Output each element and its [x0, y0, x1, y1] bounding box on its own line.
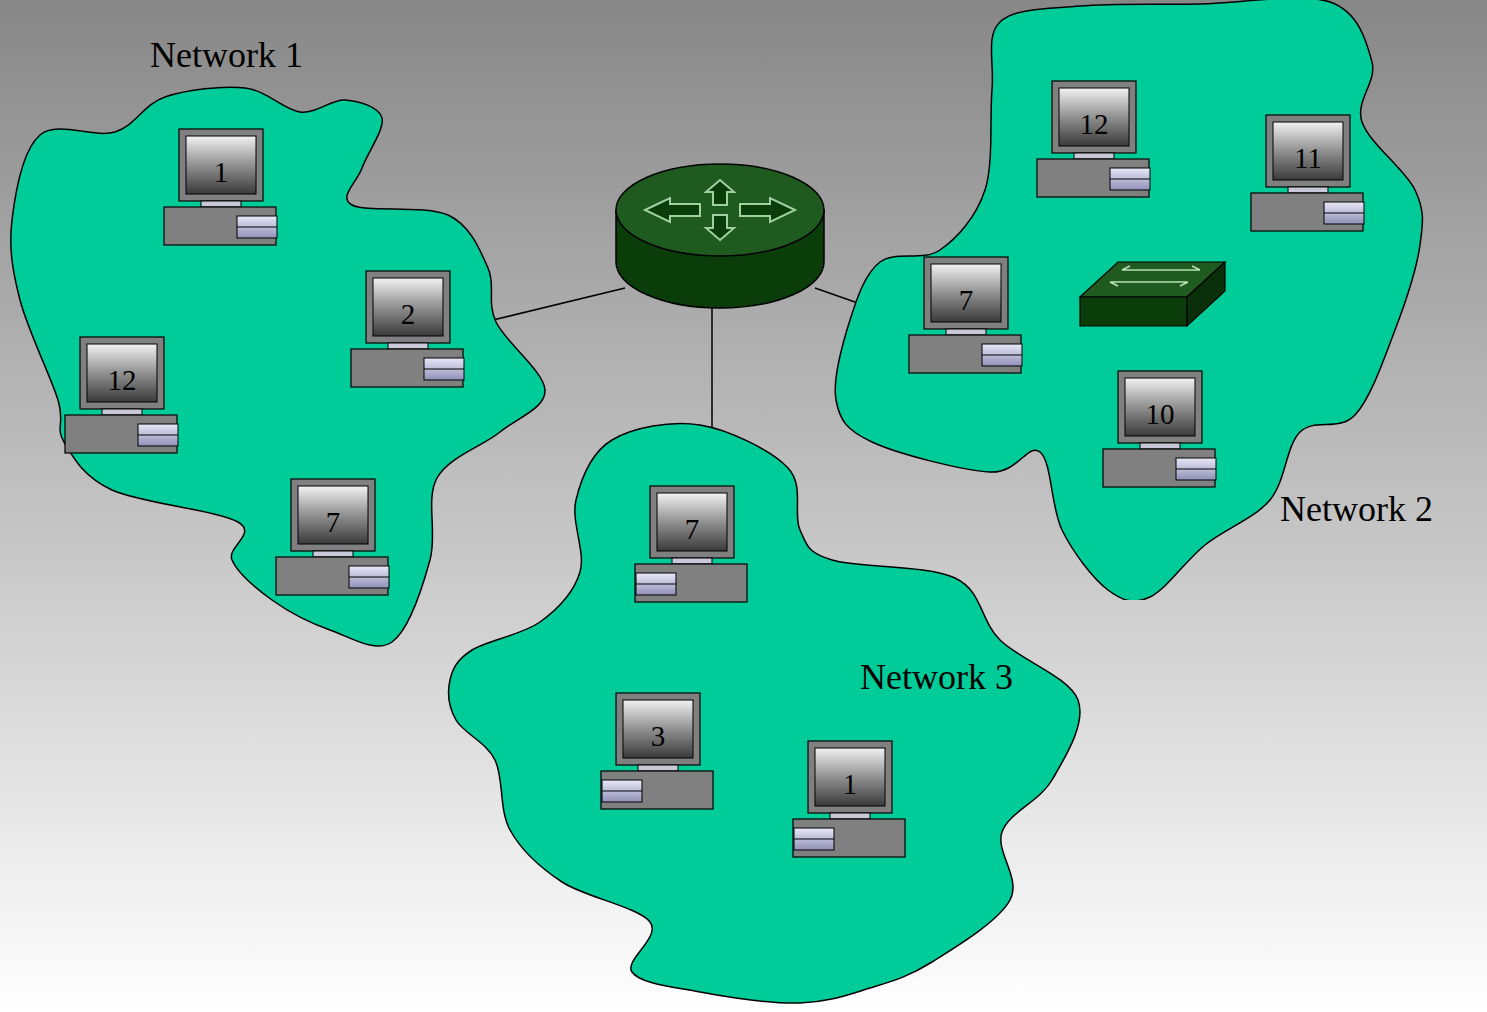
network-label: Network 1 [150, 36, 303, 76]
network-label: Network 2 [1280, 490, 1433, 530]
host-number: 12 [87, 366, 157, 395]
computer-icon [163, 128, 281, 250]
router-icon [616, 164, 824, 308]
computer: 2 [350, 270, 464, 390]
computer: 7 [908, 256, 1022, 376]
network-label: Network 3 [860, 658, 1013, 698]
network-cloud: Network 3 7 3 1 [440, 420, 1090, 1010]
link-line [711, 305, 713, 442]
network-outline [440, 420, 1090, 1010]
computer: 7 [275, 478, 389, 598]
host-number: 11 [1273, 144, 1343, 173]
computer-icon [1102, 370, 1220, 492]
computer: 7 [634, 485, 748, 605]
computer: 12 [1036, 80, 1150, 200]
host-number: 1 [815, 770, 885, 799]
computer-icon [792, 740, 910, 862]
computer-icon [350, 270, 468, 392]
host-number: 3 [623, 722, 693, 751]
host-number: 7 [298, 508, 368, 537]
computer-icon [1250, 114, 1368, 236]
computer-icon [64, 336, 182, 458]
network-cloud: Network 112127 [8, 28, 553, 653]
computer-icon [634, 485, 752, 607]
switch-icon [1080, 262, 1225, 326]
host-number: 7 [931, 286, 1001, 315]
computer-icon [1036, 80, 1154, 202]
computer: 3 [600, 692, 714, 812]
computer-icon [600, 692, 718, 814]
computer: 10 [1102, 370, 1216, 490]
host-number: 2 [373, 300, 443, 329]
host-number: 10 [1125, 400, 1195, 429]
network-cloud: Network 2 12 11 7 10 [825, 0, 1487, 600]
computer-icon [908, 256, 1026, 378]
host-number: 1 [186, 158, 256, 187]
computer: 11 [1250, 114, 1364, 234]
link-line [493, 288, 625, 320]
computer: 12 [64, 336, 178, 456]
computer-icon [275, 478, 393, 600]
computer: 1 [163, 128, 277, 248]
host-number: 7 [657, 515, 727, 544]
host-number: 12 [1059, 110, 1129, 139]
computer: 1 [792, 740, 906, 860]
